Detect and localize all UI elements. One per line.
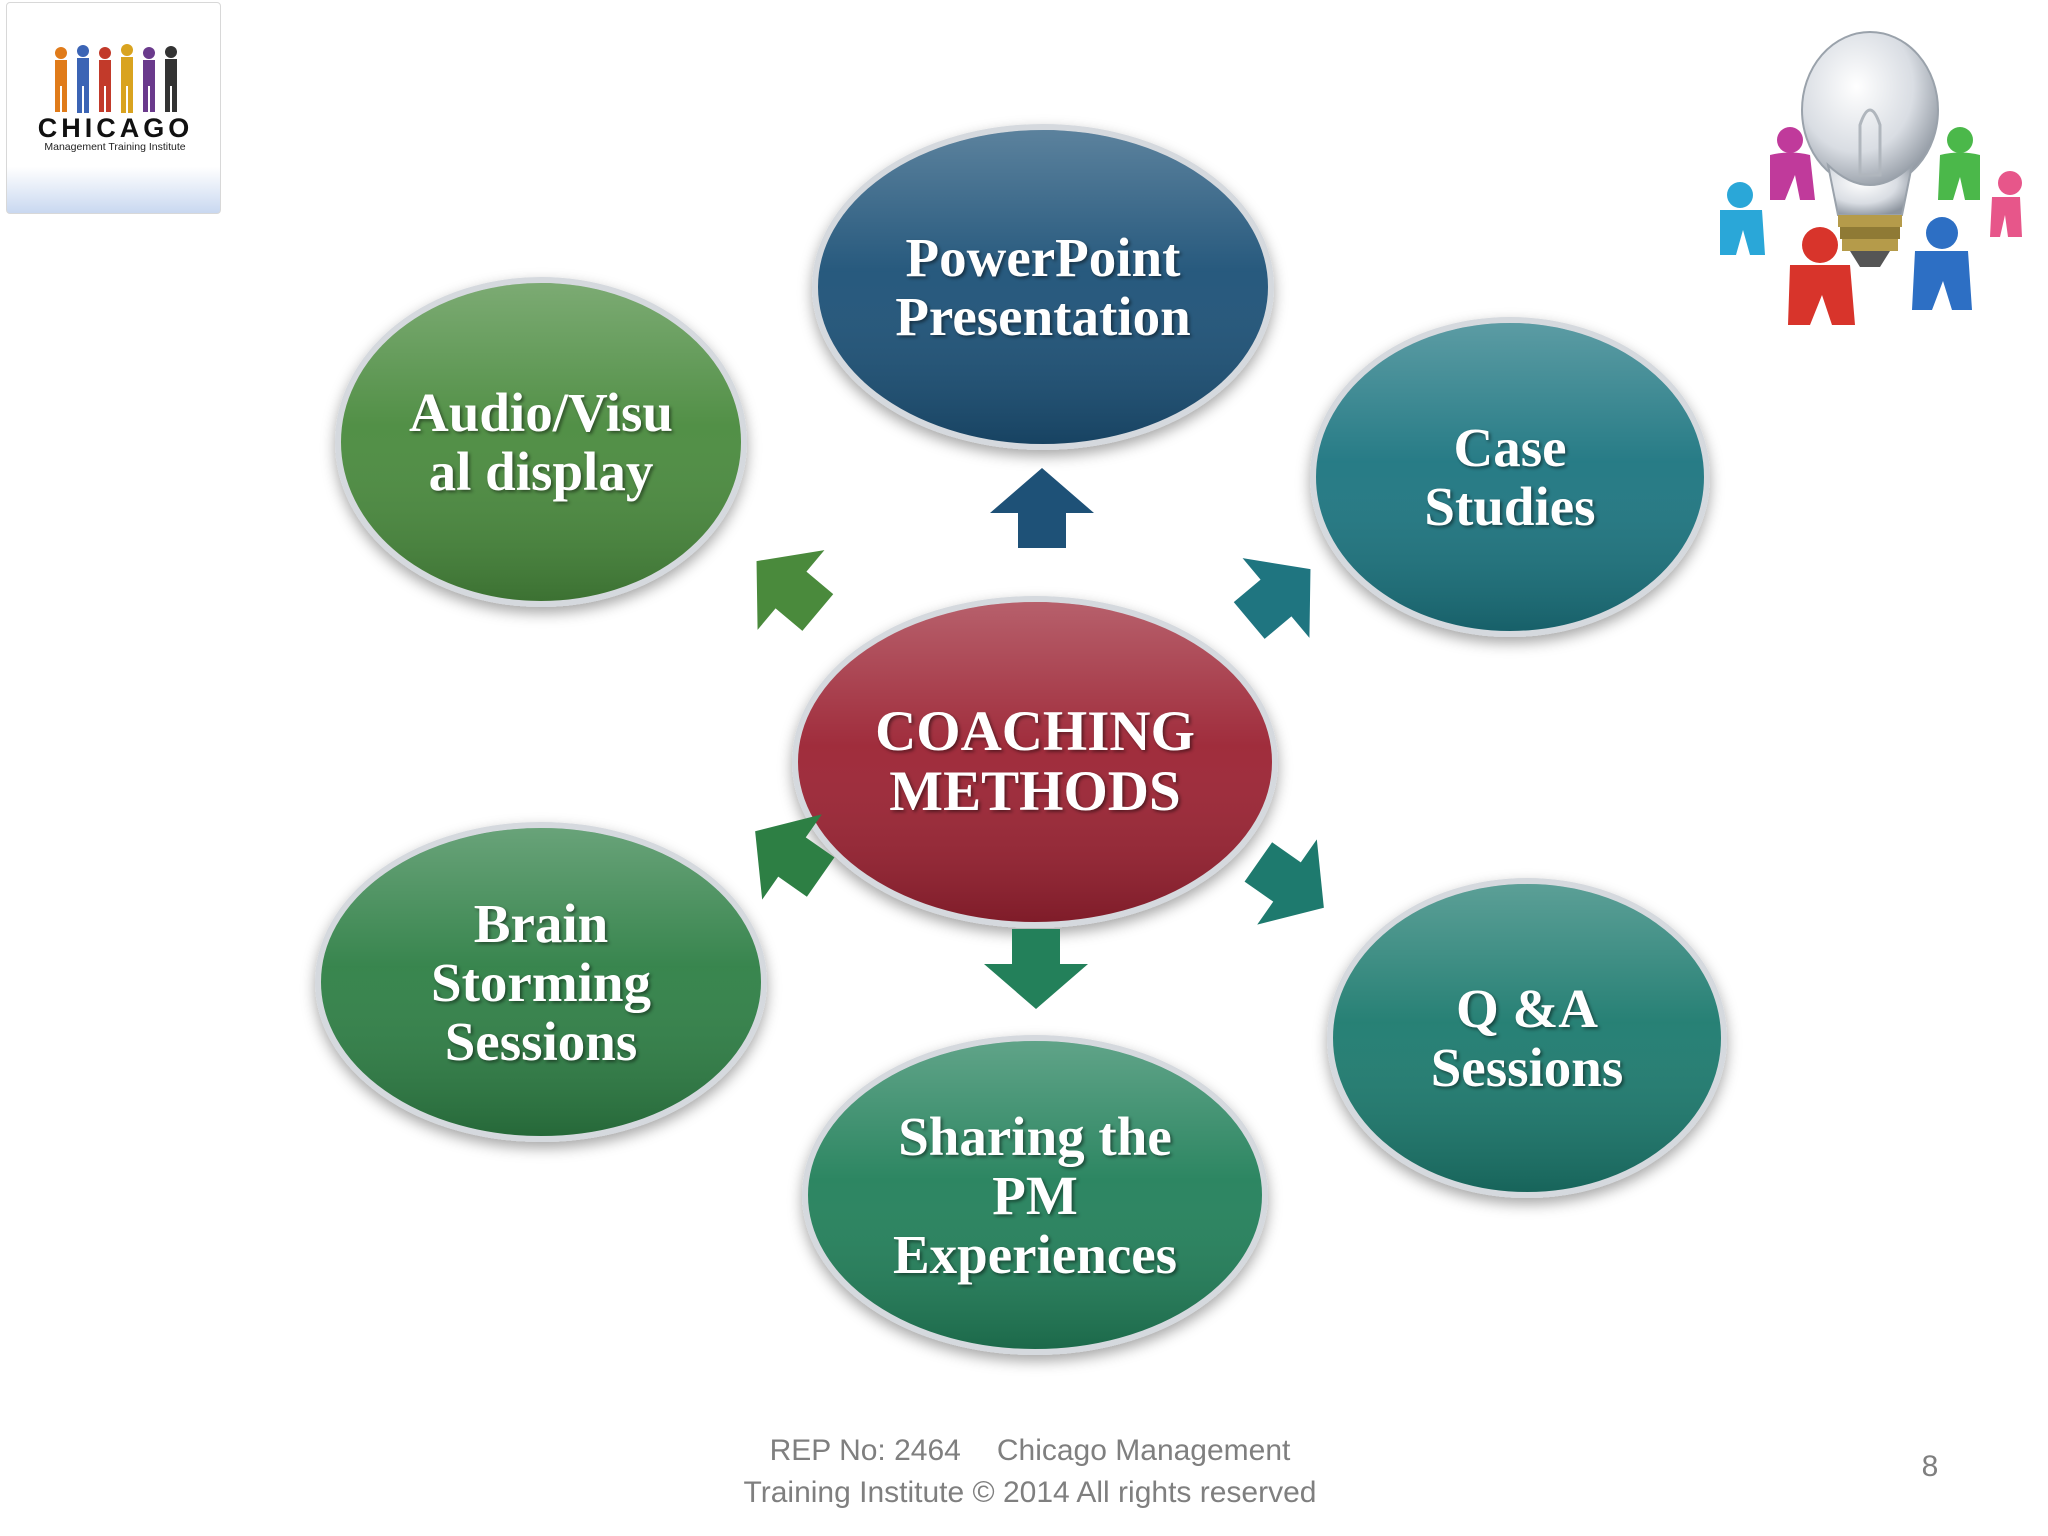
figure-red xyxy=(1788,227,1855,325)
node-qa xyxy=(1327,878,1727,1198)
page-number: 8 xyxy=(1921,1450,1939,1483)
center-node xyxy=(792,596,1278,928)
figure-blue xyxy=(1912,217,1972,310)
arrow-to-qa xyxy=(1244,839,1324,925)
footer-line1-rest: Chicago Management xyxy=(996,1434,1291,1467)
node-audio-visual xyxy=(335,277,747,607)
figure-pink xyxy=(1990,171,2022,237)
lightbulb-teamwork-icon xyxy=(1720,31,2022,325)
footer-rep: REP No: 2464 xyxy=(769,1434,961,1467)
node-label-powerpoint: PowerPoint Presentation xyxy=(895,227,1191,347)
node-label-case-studies: Case Studies xyxy=(1424,417,1596,537)
node-label-audio-visual: Audio/Visu al display xyxy=(409,382,673,502)
figure-cyan xyxy=(1720,182,1765,255)
node-brainstorming xyxy=(315,822,767,1142)
arrow-to-brainstorming xyxy=(755,814,835,900)
chicago-logo: CHICAGO Management Training Institute xyxy=(6,2,221,214)
people-group-icon xyxy=(55,44,177,113)
node-sharing xyxy=(802,1035,1268,1355)
figure-magenta xyxy=(1770,127,1815,200)
footer-line-2: Training Institute © 2014 All rights res… xyxy=(743,1476,1317,1509)
node-powerpoint xyxy=(812,124,1274,450)
coaching-methods-diagram xyxy=(315,124,1727,1355)
center-label: COACHING METHODS xyxy=(875,700,1195,823)
node-case-studies xyxy=(1310,317,1710,637)
footer-line-1: REP No: 2464 Chicago Management xyxy=(600,1430,1460,1472)
arrow-to-powerpoint xyxy=(990,468,1094,548)
node-label-qa: Q &A Sessions xyxy=(1430,978,1624,1098)
node-label-sharing: Sharing the PM Experiences xyxy=(892,1105,1178,1285)
logo-name: CHICAGO xyxy=(37,113,194,143)
arrow-to-case-studies xyxy=(1233,558,1311,639)
node-label-brainstorming: Brain Storming Sessions xyxy=(431,892,651,1072)
logo-tagline: Management Training Institute xyxy=(44,141,186,153)
footer: REP No: 2464 Chicago Management Training … xyxy=(600,1430,1460,1514)
arrow-to-audio-visual xyxy=(756,550,834,631)
arrow-to-sharing xyxy=(984,929,1088,1009)
figure-green xyxy=(1938,127,1980,200)
